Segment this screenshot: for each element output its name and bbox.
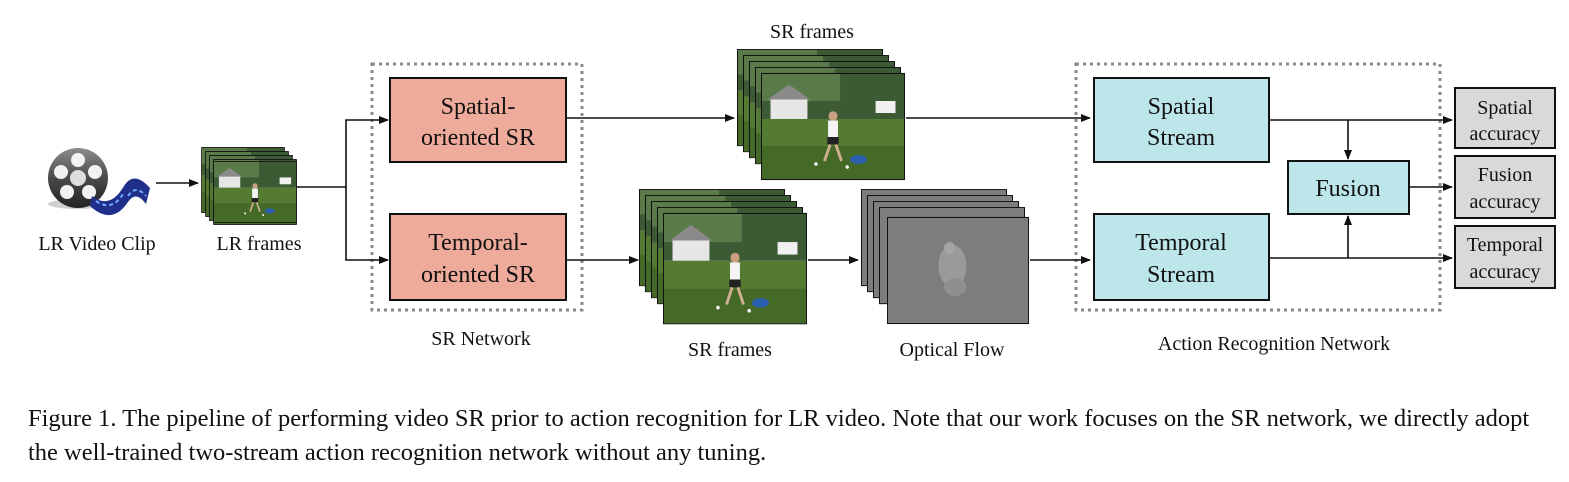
temporal-stream-line-2: Stream [1147,262,1215,288]
spatial-accuracy-line-2: accuracy [1469,123,1540,145]
spatial-sr-line-1: Spatial- [441,94,516,120]
lr-video-clip-label: LR Video Clip [38,233,155,255]
sr-frames-bottom-label: SR frames [688,339,772,361]
temporal-stream-box: Temporal Stream [1093,213,1270,301]
action-recognition-network-label: Action Recognition Network [1158,333,1390,355]
spatial-stream-line-1: Spatial [1148,94,1215,120]
temporal-sr-line-1: Temporal- [428,230,528,256]
temporal-accuracy-box: Temporal accuracy [1454,225,1556,289]
pipeline-diagram: LR Video Clip LR frames SR Network Spati… [38,21,1556,361]
action-recognition-network-container [1074,62,1442,312]
spatial-accuracy-line-1: Spatial [1477,97,1533,119]
sr-frames-top-label: SR frames [770,21,854,43]
spatial-stream-box: Spatial Stream [1093,77,1270,163]
connectors [156,114,1453,264]
spatial-sr-line-2: oriented SR [421,125,535,151]
sr-network-label: SR Network [431,328,530,350]
fusion-label: Fusion [1315,176,1380,202]
temporal-accuracy-line-2: accuracy [1469,261,1540,283]
film-reel-icon [48,148,150,216]
optical-flow-label: Optical Flow [900,339,1006,361]
temporal-sr-line-2: oriented SR [421,262,535,288]
sr-frames-bottom-stack [638,188,808,325]
figure-caption: Figure 1. The pipeline of performing vid… [28,405,1530,466]
arrow-lr-to-spatial-sr [297,116,389,188]
temporal-stream-line-1: Temporal [1135,230,1227,256]
temporal-accuracy-line-1: Temporal [1467,234,1544,256]
sr-frames-top-stack [736,48,906,181]
lr-frames-label: LR frames [217,233,302,255]
spatial-stream-line-2: Stream [1147,125,1215,151]
lr-frames-stack [201,147,297,225]
fusion-accuracy-line-2: accuracy [1469,191,1540,213]
optical-flow-stack [860,189,1029,325]
spatial-oriented-sr-box: Spatial- oriented SR [389,77,567,163]
fusion-accuracy-box: Fusion accuracy [1454,155,1556,219]
arrow-lr-to-temporal-sr [345,187,389,264]
spatial-accuracy-box: Spatial accuracy [1454,87,1556,149]
temporal-oriented-sr-box: Temporal- oriented SR [389,213,567,301]
fusion-box: Fusion [1287,160,1410,215]
fusion-accuracy-line-1: Fusion [1478,164,1532,186]
sr-network-container [370,62,584,312]
